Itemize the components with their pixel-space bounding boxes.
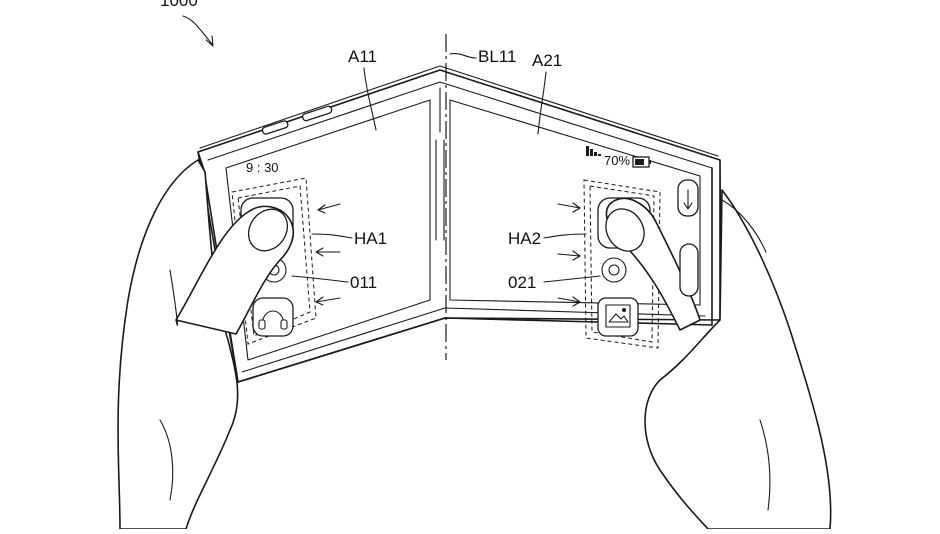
foldable-device — [197, 65, 723, 383]
hold-area-right — [583, 179, 661, 349]
label-ha2: HA2 — [508, 229, 541, 248]
volume-button-1[interactable] — [261, 120, 289, 135]
label-bl11: BL11 — [478, 47, 516, 66]
left-thumbnail — [247, 208, 289, 252]
volume-button-2[interactable] — [301, 105, 333, 122]
left-hand — [117, 159, 295, 530]
right-thumbnail — [605, 208, 645, 252]
label-011: 011 — [350, 273, 377, 292]
camera-icon-right — [601, 257, 627, 283]
leader-bl11 — [449, 53, 477, 59]
right-hold-arrows — [557, 202, 581, 307]
figure-number: 1000 — [160, 0, 198, 10]
leader-a11 — [363, 67, 377, 131]
leader-ha2 — [543, 233, 587, 239]
leader-011 — [291, 275, 349, 283]
leader-021 — [543, 275, 601, 283]
right-hand — [605, 189, 832, 530]
label-021: 021 — [508, 273, 536, 292]
side-key[interactable] — [679, 243, 699, 297]
battery-percent: 70% — [604, 153, 630, 168]
battery-icon — [632, 156, 651, 168]
label-a21: A21 — [532, 51, 562, 70]
label-a11: A11 — [348, 47, 377, 66]
status-time: 9 : 30 — [246, 160, 279, 175]
side-arrow-icon — [677, 179, 699, 217]
gallery-icon[interactable] — [597, 297, 639, 337]
left-hold-arrows — [315, 203, 341, 306]
music-icon[interactable] — [252, 297, 294, 337]
leader-a21 — [537, 71, 547, 135]
label-ha1: HA1 — [354, 229, 387, 248]
leader-ha1 — [311, 233, 353, 239]
signal-icon — [586, 146, 601, 156]
figure-number-arrow — [182, 15, 214, 47]
